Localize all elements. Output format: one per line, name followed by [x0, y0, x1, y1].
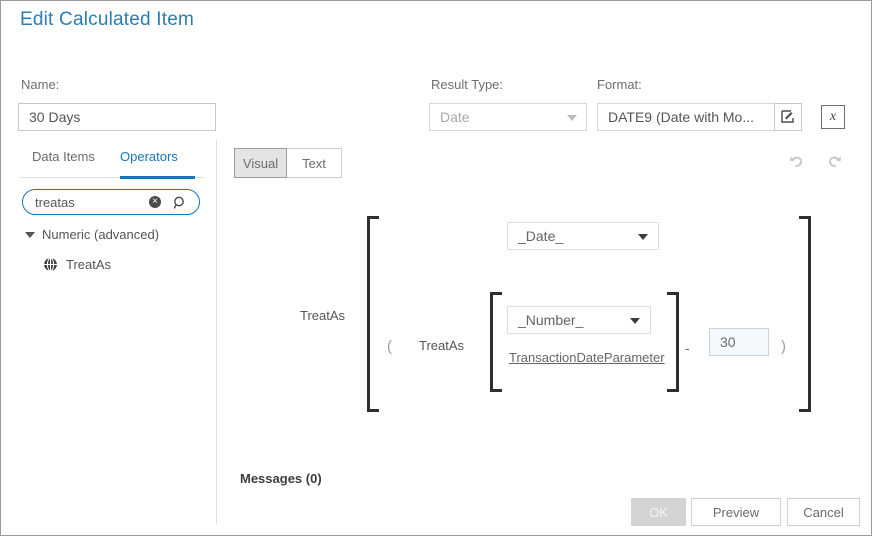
outer-bracket-right: [797, 216, 811, 412]
result-type-label: Result Type:: [431, 77, 504, 92]
tab-active-indicator: [120, 176, 195, 179]
name-label: Name:: [21, 77, 60, 92]
preview-button[interactable]: Preview: [691, 498, 781, 526]
tree-item-label: TreatAs: [66, 257, 112, 272]
search-icon[interactable]: [172, 195, 188, 214]
tab-operators[interactable]: Operators: [120, 149, 178, 164]
edit-box-icon[interactable]: [774, 103, 802, 131]
inner-bracket-left: [490, 292, 502, 392]
outer-type-value: _Date_: [518, 228, 564, 244]
number-input[interactable]: 30: [709, 328, 769, 356]
cancel-button[interactable]: Cancel: [787, 498, 860, 526]
chevron-down-icon: [630, 318, 640, 324]
tab-data-items[interactable]: Data Items: [32, 149, 95, 164]
format-input[interactable]: DATE9 (Date with Mo...: [597, 103, 775, 131]
sidebar-tabs: Data Items Operators: [19, 149, 205, 177]
outer-bracket-left: [367, 216, 381, 412]
chevron-down-icon: [567, 115, 577, 121]
search-input[interactable]: [35, 191, 143, 213]
outer-type-select[interactable]: _Date_: [507, 222, 659, 250]
chevron-down-icon: [638, 234, 648, 240]
edit-box-glyph: [781, 110, 794, 123]
format-label: Format:: [597, 77, 642, 92]
inner-bracket-right: [667, 292, 679, 392]
parameter-link[interactable]: TransactionDateParameter: [509, 350, 665, 365]
outer-operator-label: TreatAs: [300, 308, 346, 323]
redo-icon[interactable]: [825, 152, 844, 174]
undo-icon[interactable]: [787, 152, 806, 174]
result-type-select[interactable]: Date: [429, 103, 587, 131]
tab-underline: [19, 177, 205, 178]
open-paren: (: [387, 338, 392, 355]
messages-label[interactable]: Messages (0): [240, 471, 322, 486]
result-type-value: Date: [440, 109, 470, 125]
tab-visual[interactable]: Visual: [234, 148, 287, 178]
inner-type-value: _Number_: [518, 312, 584, 328]
page-title: Edit Calculated Item: [20, 9, 195, 30]
italic-x-box-icon[interactable]: x: [821, 105, 845, 129]
tree-group-label: Numeric (advanced): [42, 227, 160, 242]
inner-type-select[interactable]: _Number_: [507, 306, 651, 334]
tab-text[interactable]: Text: [287, 148, 342, 178]
name-input[interactable]: 30 Days: [18, 103, 216, 131]
ok-button[interactable]: OK: [631, 498, 686, 526]
undo-glyph: [790, 156, 803, 167]
close-paren: ): [781, 338, 786, 355]
clear-circle-icon[interactable]: ×: [149, 196, 161, 208]
tree-group-numeric-advanced[interactable]: Numeric (advanced): [25, 227, 159, 242]
minus-operator: -: [685, 340, 690, 356]
operator-globe-glyph: [44, 257, 57, 272]
panel-divider: [216, 140, 217, 524]
search-box[interactable]: ×: [22, 189, 200, 215]
operator-globe-icon: [43, 257, 58, 272]
inner-operator-label: TreatAs: [419, 338, 465, 353]
search-icon-glyph: [173, 196, 184, 209]
triangle-down-icon[interactable]: [25, 231, 35, 238]
tree-item-treatas[interactable]: TreatAs: [43, 257, 111, 272]
expression-canvas: TreatAs _Date_ ( TreatAs _Number_ Transa…: [217, 191, 873, 441]
expression-icon-glyph: x: [829, 109, 837, 124]
redo-glyph: [828, 156, 841, 167]
